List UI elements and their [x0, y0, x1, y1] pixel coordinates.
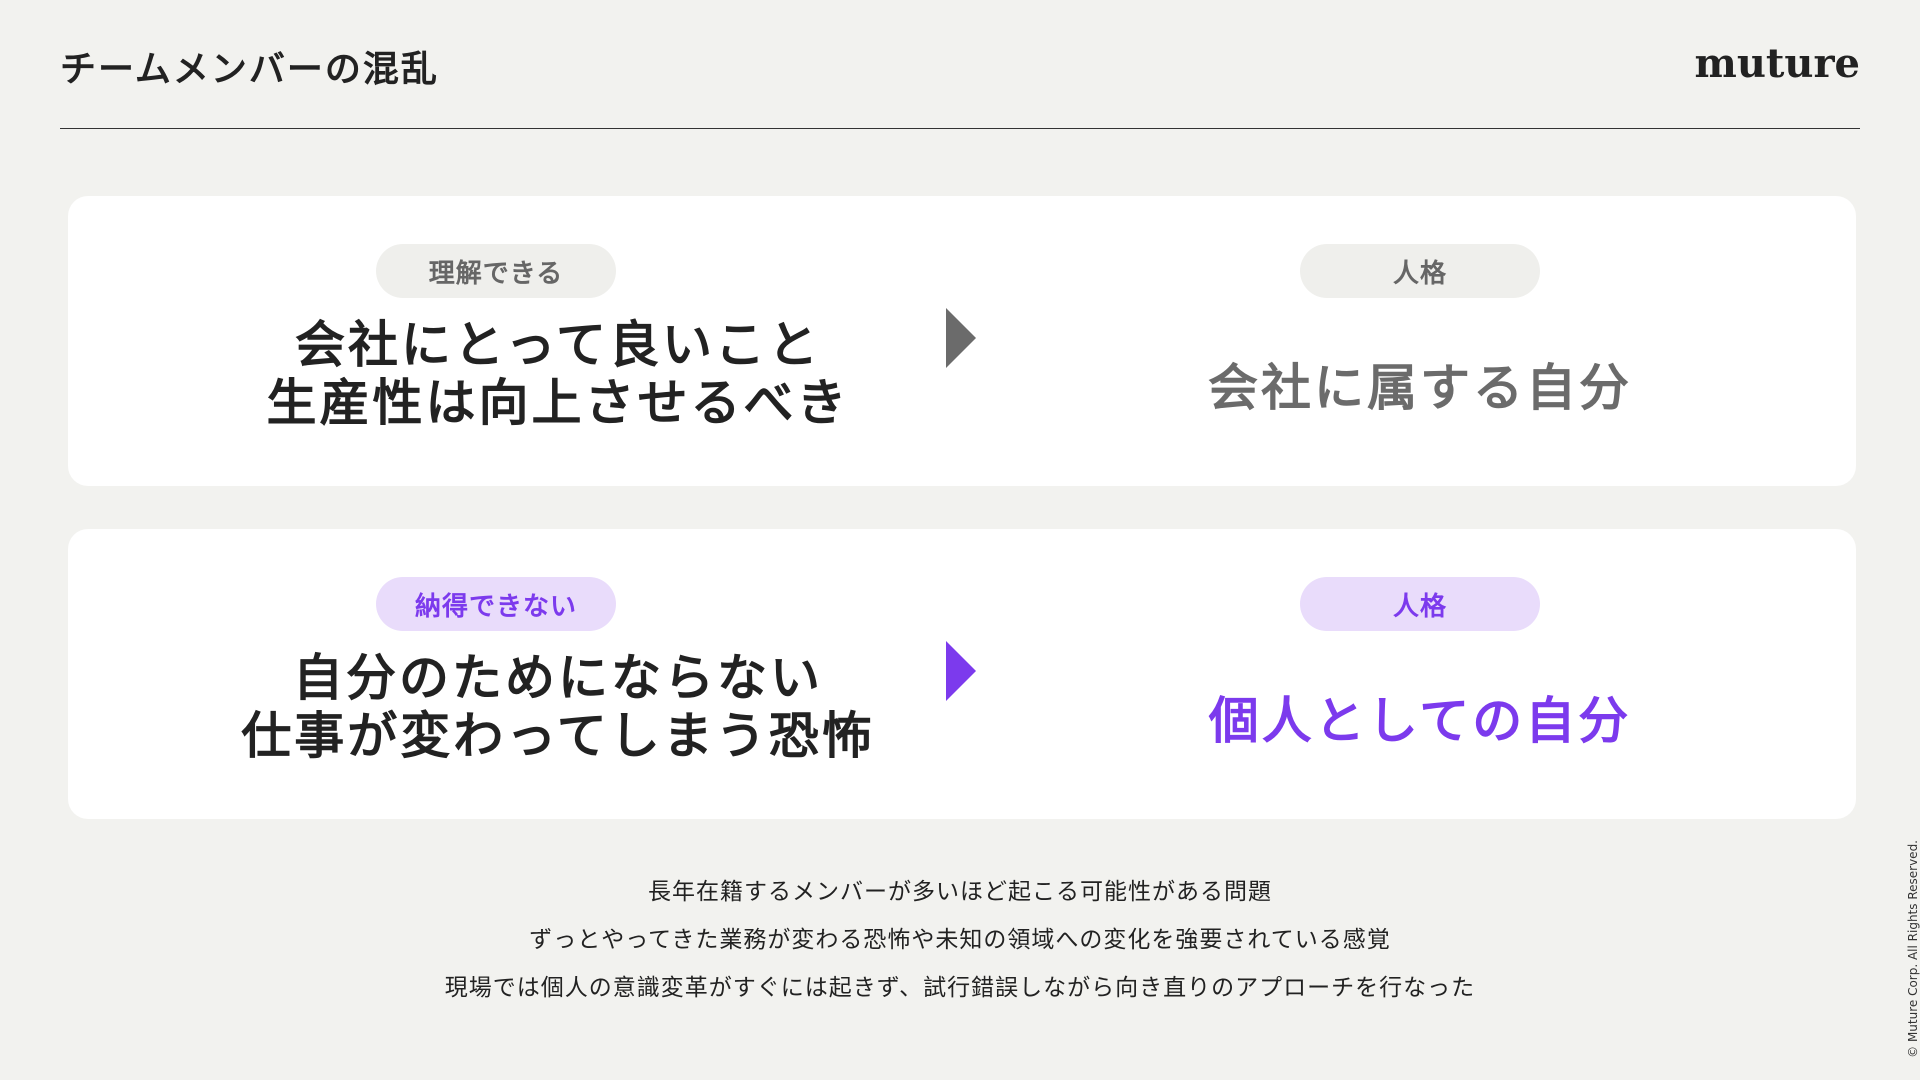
triangle-arrow-icon — [946, 308, 976, 368]
note-line: ずっとやってきた業務が変わる恐怖や未知の領域への変化を強要されている感覚 — [529, 927, 1391, 953]
triangle-arrow-icon — [946, 641, 976, 701]
left-pill-label: 理解できる — [376, 244, 616, 298]
left-statement-line: 仕事が変わってしまう恐怖 — [241, 707, 875, 765]
right-pill-label: 人格 — [1300, 244, 1540, 298]
left-statement: 自分のためにならない 仕事が変わってしまう恐怖 — [208, 649, 908, 765]
left-pill-label: 納得できない — [376, 577, 616, 631]
left-statement: 会社にとって良いこと 生産性は向上させるべき — [208, 316, 908, 432]
left-statement-line: 自分のためにならない — [293, 649, 823, 707]
right-statement: 個人としての自分 — [1208, 692, 1632, 750]
right-statement: 会社に属する自分 — [1208, 359, 1632, 417]
page-title: チームメンバーの混乱 — [60, 49, 439, 90]
note-line: 現場では個人の意識変革がすぐには起きず、試行錯誤しながら向き直りのアプローチを行… — [444, 975, 1476, 1001]
left-statement-line: 会社にとって良いこと — [295, 316, 821, 374]
left-statement-line: 生産性は向上させるべき — [266, 374, 850, 432]
header-divider — [60, 128, 1860, 129]
note-line: 長年在籍するメンバーが多いほど起こる可能性がある問題 — [648, 879, 1272, 905]
brand-logo: muture — [1694, 40, 1861, 87]
right-pill-label: 人格 — [1300, 577, 1540, 631]
comparison-card-understandable: 理解できる 会社にとって良いこと 生産性は向上させるべき 人格 会社に属する自分 — [68, 196, 1856, 486]
comparison-card-not-convinced: 納得できない 自分のためにならない 仕事が変わってしまう恐怖 人格 個人としての… — [68, 529, 1856, 819]
copyright-text: © Muture Corp. All Rights Reserved. — [1906, 840, 1920, 1058]
notes-block: 長年在籍するメンバーが多いほど起こる可能性がある問題 ずっとやってきた業務が変わ… — [0, 868, 1920, 1012]
